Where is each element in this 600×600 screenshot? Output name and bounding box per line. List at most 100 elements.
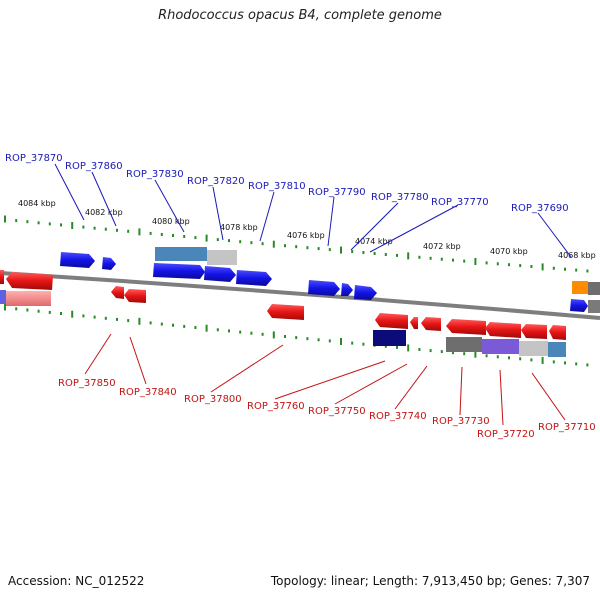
gene-arrow[interactable] (375, 313, 408, 329)
gene-block[interactable] (373, 330, 406, 346)
ruler-minor-tick (149, 231, 152, 235)
ruler-minor-tick (564, 361, 566, 365)
gene-label[interactable]: ROP_37730 (432, 416, 490, 427)
ruler-minor-tick (317, 338, 320, 342)
gene-arrow[interactable] (341, 283, 353, 296)
gene-arrow[interactable] (60, 252, 95, 268)
ruler-minor-tick (463, 352, 466, 356)
gene-block[interactable] (482, 339, 519, 354)
gene-label[interactable]: ROP_37780 (371, 192, 429, 203)
ruler-minor-tick (295, 336, 298, 340)
ruler-minor-tick (429, 349, 432, 353)
ruler-minor-tick (160, 233, 163, 236)
gene-arrow[interactable] (0, 270, 4, 284)
ruler-minor-tick (82, 225, 85, 229)
gene-arrow[interactable] (111, 286, 124, 299)
gene-label[interactable]: ROP_37810 (248, 181, 306, 192)
ruler-minor-tick (418, 255, 421, 259)
gene-label[interactable]: ROP_37870 (5, 153, 63, 164)
ruler-minor-tick (552, 360, 555, 364)
gene-label[interactable]: ROP_37840 (119, 387, 177, 398)
ruler-major-tick (474, 350, 477, 358)
gene-block[interactable] (588, 300, 600, 313)
ruler-minor-tick (60, 312, 62, 315)
ruler-minor-tick (362, 251, 365, 254)
gene-block[interactable] (572, 281, 588, 294)
gene-block[interactable] (548, 342, 566, 357)
gene-label[interactable]: ROP_37800 (184, 394, 242, 405)
gene-label[interactable]: ROP_37720 (477, 429, 535, 440)
ruler-minor-tick (373, 252, 376, 255)
gene-block[interactable] (588, 282, 600, 295)
gene-block[interactable] (0, 290, 6, 304)
gene-arrow[interactable] (354, 285, 377, 300)
ruler-major-tick (71, 222, 74, 229)
forward-labels: ROP_37870 ROP_37860 ROP_37830 ROP_37820 … (5, 153, 569, 214)
ruler-minor-tick (216, 238, 219, 242)
ruler-minor-tick (172, 323, 174, 327)
accession-text: Accession: NC_012522 (8, 574, 145, 588)
gene-arrow[interactable] (236, 270, 272, 286)
gene-arrow[interactable] (102, 257, 116, 270)
ruler-minor-tick (396, 253, 398, 257)
scale-label: 4068 kbp (558, 251, 596, 260)
gene-label[interactable]: ROP_37820 (187, 176, 245, 187)
ruler-minor-tick (384, 253, 387, 256)
ruler-minor-tick (15, 219, 18, 223)
scale-label: 4084 kbp (18, 199, 56, 208)
ruler-minor-tick (228, 329, 230, 333)
scale-label: 4074 kbp (355, 237, 393, 246)
ruler-minor-tick (306, 337, 309, 341)
ruler-major-tick (138, 228, 141, 236)
gene-block[interactable] (155, 247, 207, 261)
gene-arrow[interactable] (485, 322, 521, 338)
ruler-minor-tick (284, 335, 286, 338)
gene-arrow[interactable] (204, 266, 236, 282)
gene-arrow[interactable] (267, 304, 304, 320)
scale-label: 4078 kbp (220, 223, 258, 232)
ruler-minor-tick (26, 308, 29, 312)
reverse-ruler (4, 303, 589, 367)
gene-label[interactable]: ROP_37750 (308, 406, 366, 417)
gene-arrow[interactable] (549, 325, 566, 340)
gene-block[interactable] (519, 341, 548, 356)
ruler-major-tick (205, 234, 208, 242)
ruler-minor-tick (48, 222, 51, 226)
ruler-minor-tick (37, 221, 40, 225)
scale-labels: 4084 kbp 4082 kbp 4080 kbp 4078 kbp 4076… (18, 199, 596, 260)
gene-arrow[interactable] (308, 280, 340, 296)
ruler-minor-tick (530, 265, 533, 268)
ruler-minor-tick (194, 326, 197, 329)
gene-label[interactable]: ROP_37690 (511, 203, 569, 214)
gene-arrow[interactable] (410, 317, 418, 329)
gene-label[interactable]: ROP_37850 (58, 378, 116, 389)
gene-arrow[interactable] (124, 289, 146, 303)
gene-block[interactable] (446, 337, 482, 352)
ruler-minor-tick (37, 309, 40, 313)
gene-label[interactable]: ROP_37790 (308, 187, 366, 198)
gene-label[interactable]: ROP_37740 (369, 411, 427, 422)
gene-arrow[interactable] (570, 299, 588, 312)
ruler-minor-tick (104, 227, 107, 231)
ruler-minor-tick (328, 339, 331, 343)
ruler-minor-tick (239, 240, 242, 244)
ruler-minor-tick (295, 245, 298, 249)
gene-label[interactable]: ROP_37830 (126, 169, 184, 180)
gene-arrow[interactable] (421, 317, 441, 331)
gene-arrow[interactable] (446, 319, 486, 335)
gene-label[interactable]: ROP_37860 (65, 161, 123, 172)
ruler-minor-tick (60, 223, 62, 227)
gene-block[interactable] (207, 250, 237, 265)
gene-arrow[interactable] (6, 272, 53, 290)
gene-block[interactable] (6, 291, 51, 306)
ruler-minor-tick (552, 266, 555, 270)
ruler-minor-tick (15, 307, 18, 311)
ruler-minor-tick (250, 331, 253, 335)
gene-arrow[interactable] (521, 324, 547, 339)
gene-label[interactable]: ROP_37710 (538, 422, 596, 433)
gene-label[interactable]: ROP_37770 (431, 197, 489, 208)
ruler-minor-tick (351, 250, 354, 254)
gene-arrow[interactable] (153, 263, 205, 279)
gene-label[interactable]: ROP_37760 (247, 401, 305, 412)
